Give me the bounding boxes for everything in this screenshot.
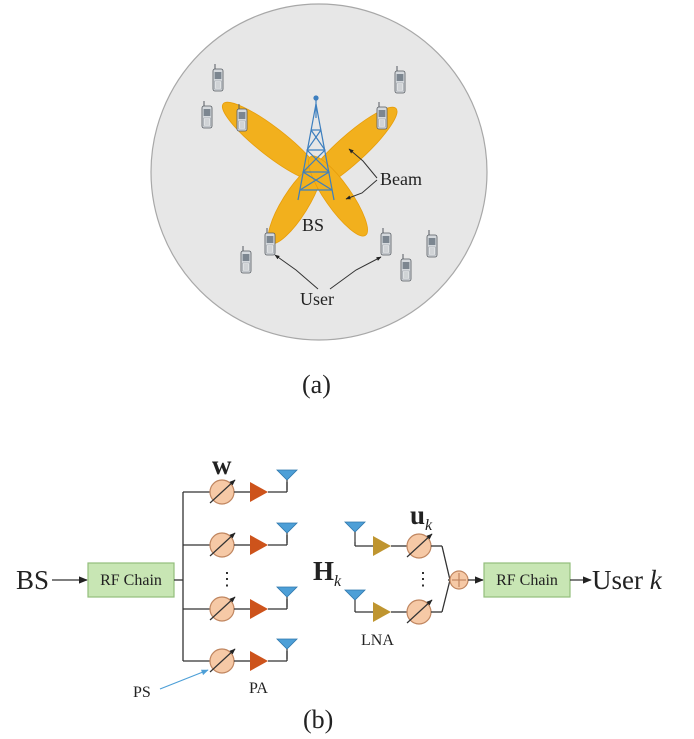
phase-shifter-icon bbox=[210, 533, 235, 557]
antenna-icon bbox=[276, 522, 298, 544]
lna-label: LNA bbox=[361, 632, 394, 649]
antenna-icon bbox=[276, 586, 298, 608]
rx-dots: ⋮ bbox=[414, 569, 432, 589]
phase-shifter-icon bbox=[407, 600, 432, 624]
amplifier-icon bbox=[250, 599, 268, 619]
bs-input-label: BS bbox=[16, 565, 49, 595]
pa-label: PA bbox=[249, 680, 268, 697]
amplifier-icon bbox=[250, 482, 268, 502]
amplifier-icon bbox=[250, 651, 268, 671]
user-output-index: k bbox=[650, 565, 663, 595]
tx-branch bbox=[210, 469, 298, 504]
precoder-w-label: w bbox=[212, 450, 232, 480]
phase-shifter-icon bbox=[210, 480, 235, 504]
tx-branch bbox=[210, 638, 298, 673]
combiner-u-subscript: k bbox=[425, 517, 433, 534]
amplifier-icon bbox=[373, 536, 391, 556]
beam-pointer-arrows bbox=[345, 148, 378, 200]
amplifier-icon bbox=[373, 602, 391, 622]
rx-merge bbox=[441, 545, 451, 613]
ps-label: PS bbox=[133, 684, 151, 701]
beam-label: Beam bbox=[380, 169, 422, 189]
combiner-u-symbol: u bbox=[410, 500, 425, 530]
tx-branch bbox=[210, 522, 298, 557]
tx-dots: ⋮ bbox=[218, 569, 236, 589]
user-output-text: User bbox=[592, 565, 643, 595]
combiner-u-label: uk bbox=[410, 500, 433, 534]
user-pointer-arrows bbox=[274, 254, 382, 290]
amplifier-icon bbox=[250, 535, 268, 555]
caption-a: (a) bbox=[302, 370, 331, 399]
rf-chain-rx-label: RF Chain bbox=[496, 572, 558, 589]
antenna-icon bbox=[276, 638, 298, 660]
channel-h-label: Hk bbox=[313, 556, 342, 590]
caption-b: (b) bbox=[303, 705, 333, 734]
tx-bus bbox=[174, 491, 210, 662]
ps-pointer-arrow bbox=[159, 669, 209, 690]
combiner-plus-icon bbox=[449, 570, 469, 590]
rf-chain-rx: RF Chain bbox=[483, 562, 571, 598]
antenna-icon bbox=[344, 521, 366, 543]
base-station-tower-icon bbox=[297, 95, 335, 201]
bs-label: BS bbox=[302, 215, 324, 235]
rx-branch bbox=[344, 521, 442, 558]
phase-shifter-icon bbox=[210, 597, 235, 621]
channel-h-symbol: H bbox=[313, 556, 334, 586]
user-label: User bbox=[300, 289, 334, 309]
rf-chain-tx: RF Chain bbox=[87, 562, 175, 598]
panel-b: BS RF Chain bbox=[16, 450, 663, 734]
antenna-icon bbox=[276, 469, 298, 491]
channel-h-subscript: k bbox=[334, 573, 342, 590]
rx-branch bbox=[344, 589, 442, 624]
panel-a: BS Beam User (a) bbox=[150, 3, 488, 399]
phase-shifter-icon bbox=[407, 534, 432, 558]
antenna-icon bbox=[344, 589, 366, 611]
user-output-label: User k bbox=[592, 565, 663, 595]
rf-chain-tx-label: RF Chain bbox=[100, 572, 162, 589]
tx-branch bbox=[210, 586, 298, 621]
phase-shifter-icon bbox=[210, 649, 235, 673]
